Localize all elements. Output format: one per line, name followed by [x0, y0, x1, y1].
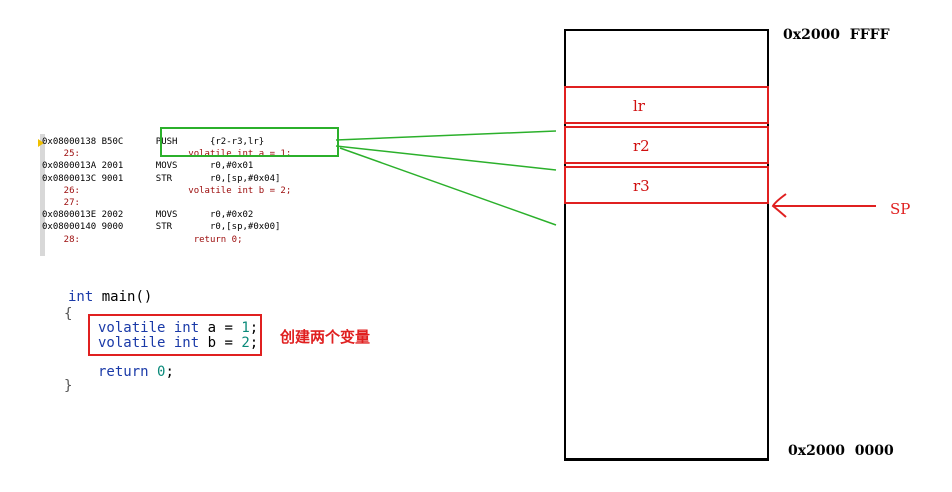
stack-slot-label-r2: r2: [633, 137, 650, 155]
stack-slot-label-lr: lr: [633, 97, 645, 115]
disassembly-line: 26: volatile int b = 2;: [42, 185, 292, 196]
disassembly-line: 0x08000138 B50C PUSH {r2-r3,lr}: [42, 137, 265, 147]
push-instruction-highlight: [160, 127, 339, 157]
source-open-brace: {: [64, 306, 73, 322]
stack-slot-label-r3: r3: [633, 177, 650, 195]
source-line-main: int main(): [68, 289, 153, 305]
stack-memory-block: [564, 29, 769, 461]
disassembly-line: 27:: [42, 198, 80, 208]
stack-pointer-label: SP: [890, 200, 911, 218]
connector-r2: [335, 145, 557, 171]
disassembly-gutter: [40, 134, 45, 256]
disassembly-line: 25: volatile int a = 1;: [42, 149, 292, 160]
disassembly-line: 0x08000140 9000 STR r0,[sp,#0x00]: [42, 222, 281, 233]
disassembly-line: 28: return 0;: [42, 234, 243, 245]
stack-slot-lr: [564, 86, 769, 124]
stack-slot-r3: [564, 166, 769, 204]
sp-arrow-head-icon: [771, 193, 787, 218]
source-line-a: volatile int a = 1;: [98, 320, 259, 336]
connector-lr: [335, 130, 557, 141]
source-close-brace: }: [64, 378, 73, 394]
annotation-create-variables: 创建两个变量: [280, 328, 371, 346]
stack-slot-r2: [564, 126, 769, 164]
top-address-label: 0x2000 FFFF: [783, 27, 890, 43]
connector-r3: [339, 147, 557, 226]
source-line-return: return 0;: [98, 364, 174, 380]
current-instruction-arrow-icon: [38, 139, 44, 147]
disassembly-line: 0x0800013C 9001 STR r0,[sp,#0x04]: [42, 173, 281, 184]
disassembly-line: 0x0800013E 2002 MOVS r0,#0x02: [42, 210, 254, 221]
source-line-b: volatile int b = 2;: [98, 335, 259, 351]
disassembly-line: 0x0800013A 2001 MOVS r0,#0x01: [42, 161, 254, 172]
bottom-address-label: 0x2000 0000: [788, 443, 894, 459]
variables-highlight-box: [88, 314, 262, 356]
